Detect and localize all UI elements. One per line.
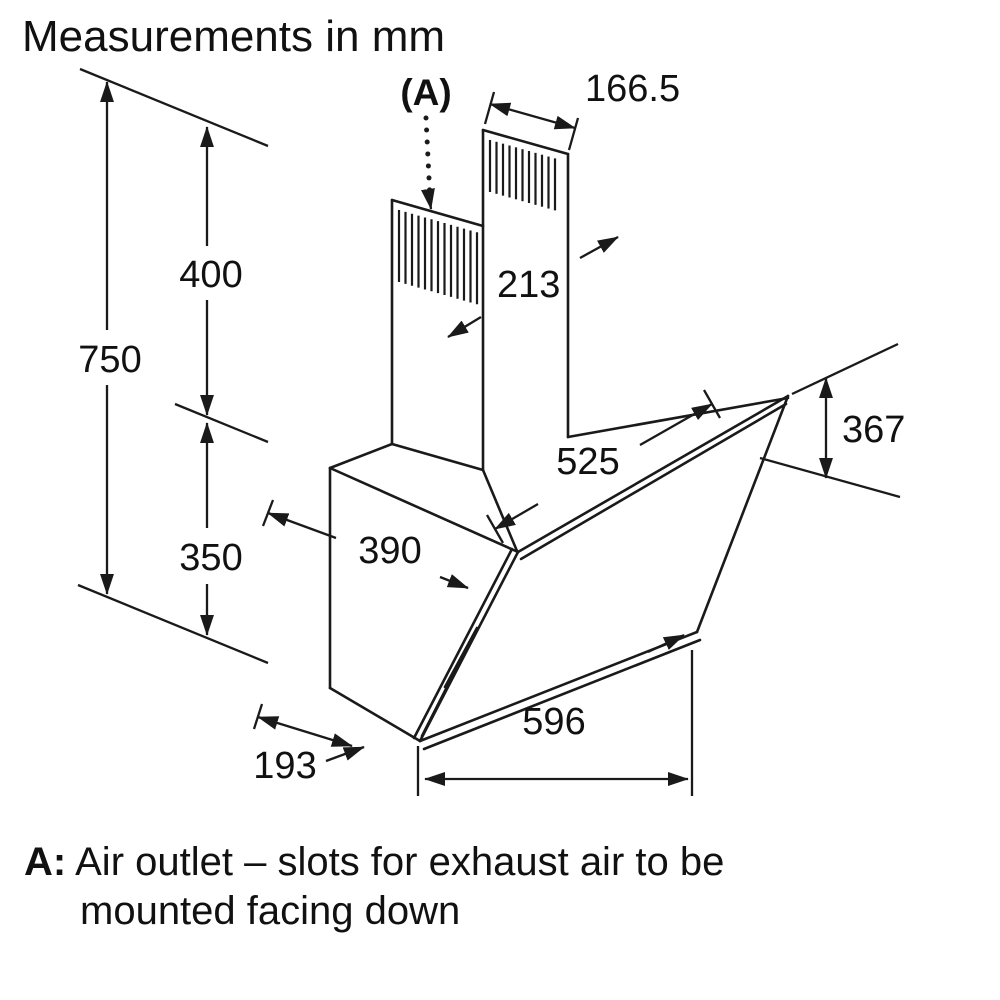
dim-top-extension-line — [79, 67, 269, 148]
dimension-596 — [416, 633, 694, 796]
panel-height-dimension-label: 367 — [842, 409, 905, 451]
chimney-upper-top-edge — [481, 128, 570, 156]
glass-panel-outline — [412, 394, 790, 751]
dim-mid-extension-line — [174, 402, 269, 444]
glass-left-edge-outer — [412, 547, 514, 740]
dim-193-edge-pointer — [325, 745, 365, 763]
glass-bottom-edge-outer — [422, 638, 702, 751]
chimney-duct-outline — [390, 128, 570, 472]
dimension-166-5 — [483, 91, 580, 151]
total-height-dimension-label: 750 — [78, 339, 141, 381]
dim-525-extension-right — [703, 389, 721, 419]
dim-390-extension-left — [261, 499, 275, 527]
dim-390-line-right — [439, 574, 469, 590]
top-length-dimension-label: 525 — [556, 441, 619, 483]
bottom-offset-dimension-label: 193 — [253, 745, 316, 787]
footnote-marker: A: — [24, 840, 67, 884]
air-outlet-slots-front — [397, 210, 479, 305]
dimension-525 — [486, 389, 721, 544]
footnote-line-2: mounted facing down — [80, 888, 461, 933]
footnote-line-1: A: Air outlet – slots for exhaust air to… — [24, 838, 724, 887]
dim-bottom-extension-line — [77, 583, 269, 665]
chimney-front-bottom-edge — [390, 442, 485, 472]
diagram-title: Measurements in mm — [22, 12, 446, 61]
dim-367-extension-bottom — [759, 456, 901, 499]
glass-top-edge — [516, 394, 790, 554]
dimension-193 — [252, 703, 365, 763]
chimney-front-top-edge — [390, 198, 485, 228]
air-outlet-leader-arrow — [421, 188, 435, 210]
dim-213-arrow-lower — [447, 316, 482, 338]
dim-525-line-left — [494, 503, 539, 530]
chimney-height-dimension-label: 400 — [179, 254, 242, 296]
dim-596-edge-pointer — [647, 633, 685, 654]
glass-top-edge-inner — [519, 402, 788, 561]
body-bottom-left-edge — [328, 686, 422, 743]
dim-525-extension-left — [486, 514, 504, 544]
body-depth-dimension-label: 390 — [358, 530, 421, 572]
glass-right-edge — [695, 394, 790, 634]
body-side-top-edge — [328, 466, 520, 554]
dim-367-extension-top — [791, 342, 899, 396]
dimension-750 — [77, 67, 269, 665]
body-height-dimension-label: 350 — [179, 537, 242, 579]
dim-390-line-left — [267, 511, 337, 540]
glass-left-edge — [418, 550, 520, 743]
air-outlet-leader-dotted-line — [423, 115, 433, 201]
dim-193-line — [257, 715, 353, 748]
air-outlet-callout-label: (A) — [400, 72, 451, 113]
dimension-367 — [759, 342, 901, 499]
dimension-390 — [261, 499, 469, 590]
air-outlet-slots-side — [488, 139, 557, 211]
duct-depth-dimension-label: 213 — [497, 264, 560, 306]
hood-width-dimension-label: 596 — [522, 701, 585, 743]
dim-166-5-extension-left — [483, 91, 496, 125]
dim-166-5-extension-right — [567, 117, 580, 151]
footnote: A: Air outlet – slots for exhaust air to… — [24, 838, 724, 936]
dim-525-line-right — [639, 403, 713, 446]
dim-193-extension-left — [252, 703, 264, 730]
hood-back-top-edge — [566, 396, 790, 439]
dim-166-5-line — [489, 102, 576, 130]
dimension-213 — [447, 235, 619, 338]
dim-213-arrow-upper — [579, 235, 619, 260]
hood-top-left-edge — [328, 442, 394, 470]
duct-top-width-dimension-label: 166.5 — [585, 68, 680, 110]
hood-top-right-edge — [481, 468, 519, 553]
dimension-400 — [174, 126, 269, 444]
footnote-text: Air outlet – slots for exhaust air to be — [66, 840, 725, 884]
